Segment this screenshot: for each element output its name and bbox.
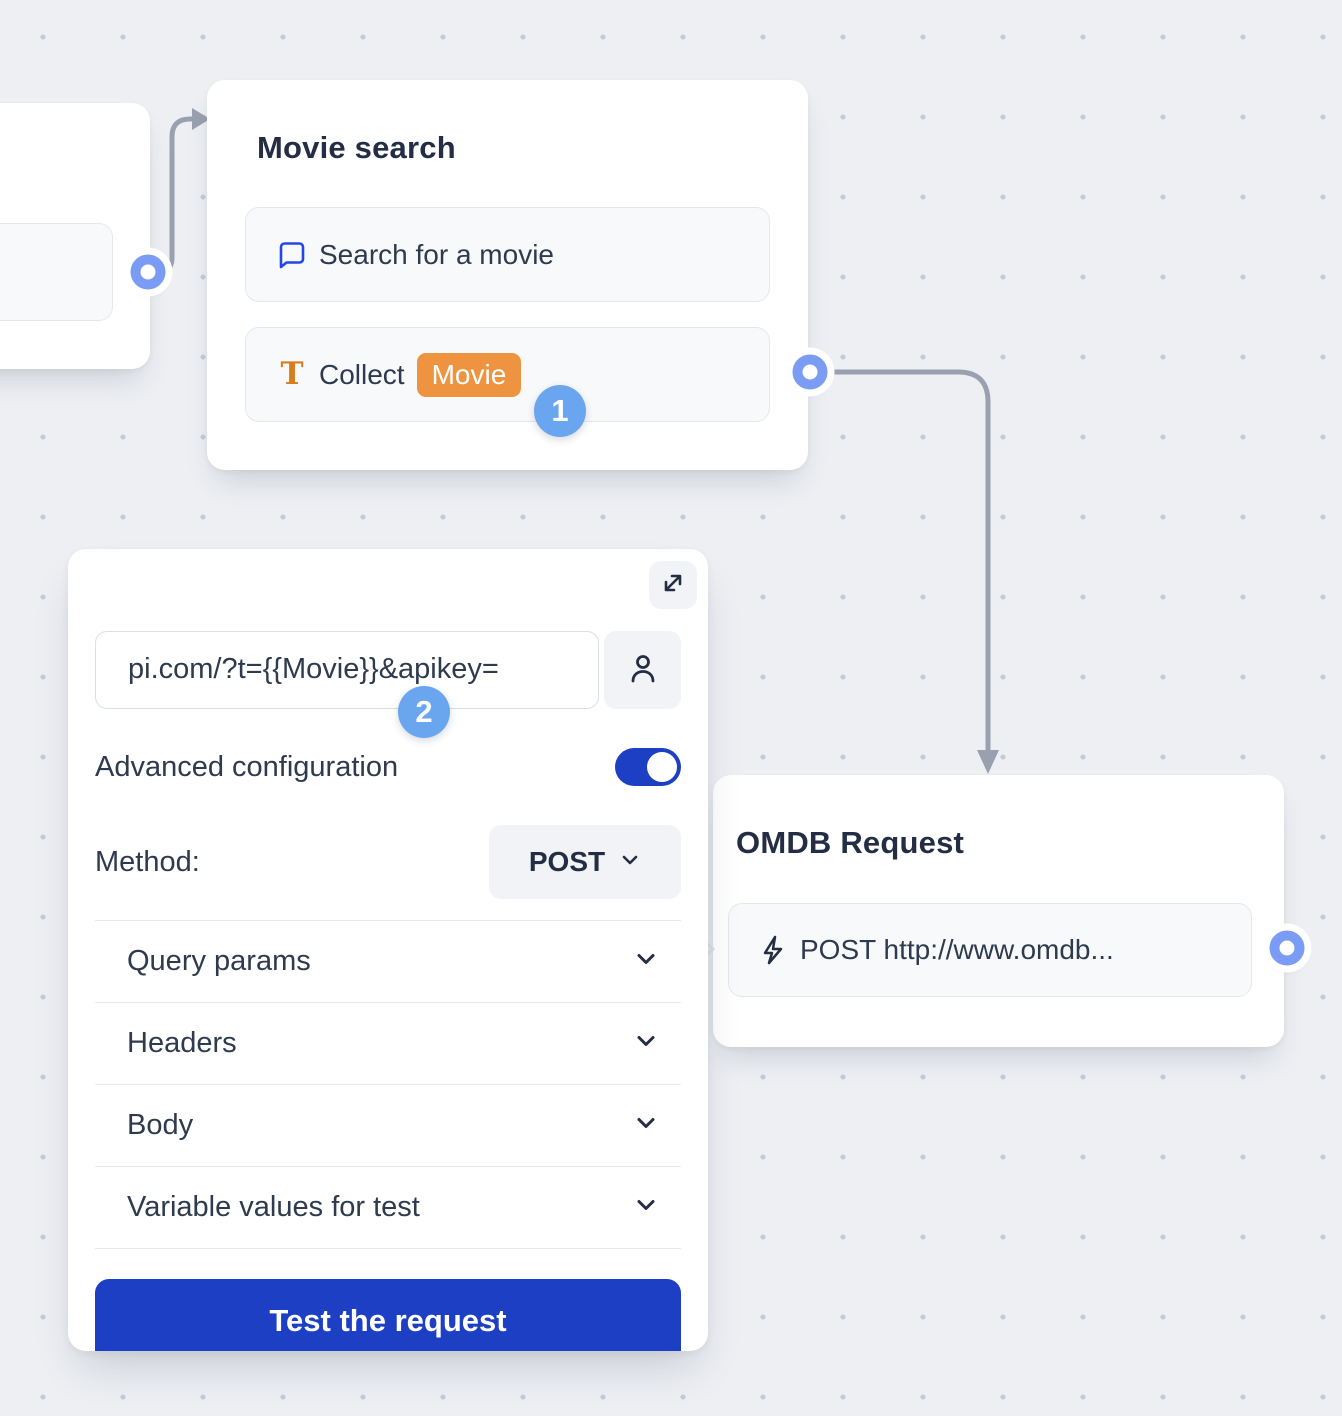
section-query-params[interactable]: Query params: [95, 921, 681, 1001]
chevron-down-icon: [619, 849, 641, 876]
collect-input-item[interactable]: T Collect Movie: [245, 327, 770, 422]
divider: [95, 1248, 681, 1249]
test-request-button[interactable]: Test the request: [95, 1279, 681, 1351]
variables-button[interactable]: [604, 631, 681, 709]
section-label: Query params: [127, 944, 311, 977]
text-input-icon: T: [280, 356, 304, 392]
section-variable-values[interactable]: Variable values for test: [95, 1167, 681, 1247]
output-port-previous-node[interactable]: [130, 254, 166, 290]
divider: [95, 920, 681, 921]
previous-node-card[interactable]: [0, 103, 150, 369]
node-title: Movie search: [257, 130, 456, 165]
output-port-omdb-node[interactable]: [1269, 930, 1305, 966]
collect-label: Collect: [319, 358, 405, 390]
url-input[interactable]: pi.com/?t={{Movie}}&apikey=: [95, 631, 599, 709]
section-body[interactable]: Body: [95, 1085, 681, 1165]
send-message-item[interactable]: Search for a movie: [245, 207, 770, 302]
divider: [95, 1002, 681, 1003]
node-title: OMDB Request: [736, 825, 965, 860]
variable-chip-movie[interactable]: Movie: [416, 352, 522, 397]
expand-button[interactable]: [649, 561, 697, 609]
webhook-request-label: POST http://www.omdb...: [800, 934, 1114, 965]
toggle-knob: [647, 752, 677, 782]
advanced-configuration-label: Advanced configuration: [95, 751, 399, 783]
movie-search-node-card[interactable]: Movie search Search for a movie T Collec…: [207, 80, 808, 470]
method-label: Method:: [95, 846, 200, 878]
divider: [95, 1084, 681, 1085]
section-label: Variable values for test: [127, 1190, 420, 1223]
method-select[interactable]: POST: [489, 825, 681, 899]
chevron-down-icon: [633, 946, 659, 977]
method-value: POST: [528, 846, 606, 877]
omdb-request-node-card[interactable]: OMDB Request POST http://www.omdb...: [713, 775, 1284, 1047]
send-message-label: Search for a movie: [319, 238, 554, 270]
chevron-down-icon: [633, 1028, 659, 1059]
chevron-down-icon: [633, 1110, 659, 1141]
section-label: Body: [127, 1108, 194, 1141]
section-headers[interactable]: Headers: [95, 1003, 681, 1083]
webhook-config-panel[interactable]: pi.com/?t={{Movie}}&apikey= Advanced con…: [68, 549, 708, 1351]
test-request-label: Test the request: [269, 1303, 507, 1338]
chevron-down-icon: [633, 1192, 659, 1223]
chat-bubble-icon: [276, 239, 308, 271]
section-label: Headers: [127, 1026, 237, 1059]
lightning-icon: [756, 933, 790, 967]
previous-node-item[interactable]: [0, 223, 113, 321]
advanced-configuration-toggle[interactable]: [615, 748, 681, 786]
expand-icon: [656, 566, 690, 605]
divider: [95, 1166, 681, 1167]
step-badge-2: 2: [398, 686, 450, 738]
person-icon: [624, 649, 662, 692]
output-port-movie-search[interactable]: [792, 354, 828, 390]
webhook-request-item[interactable]: POST http://www.omdb...: [728, 903, 1252, 997]
step-badge-1: 1: [534, 385, 586, 437]
